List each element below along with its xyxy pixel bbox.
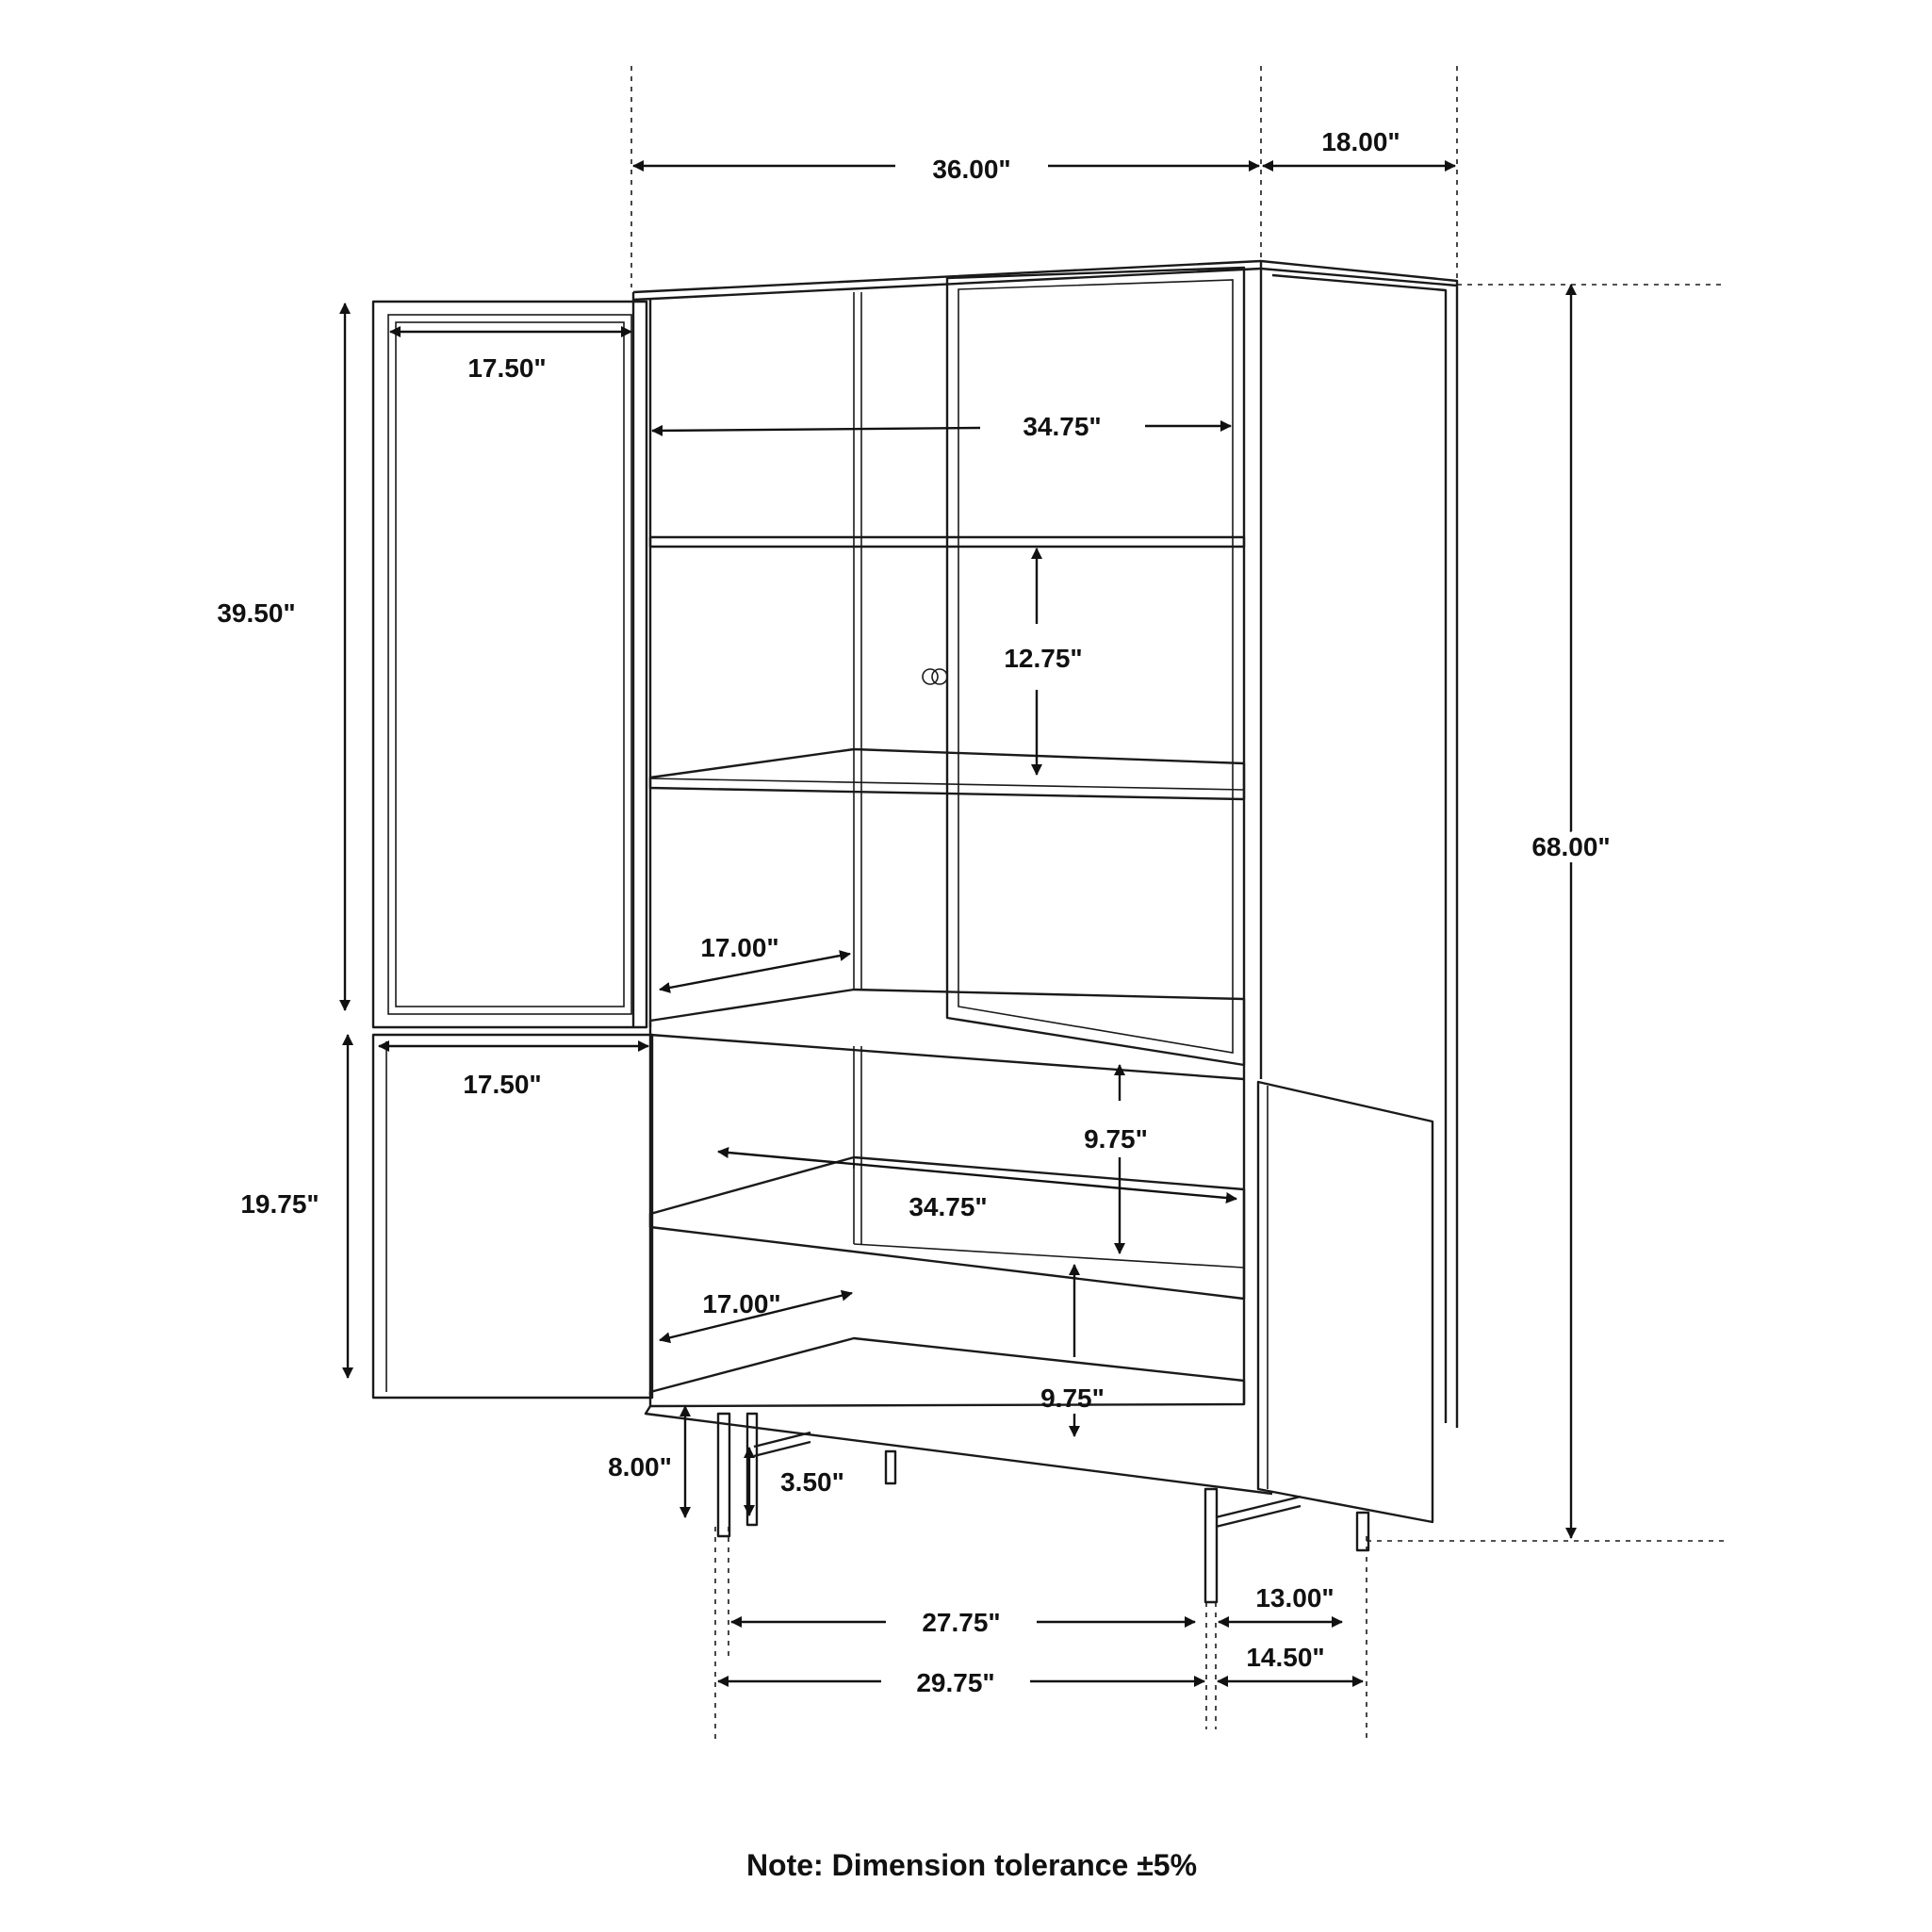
lower-right-door [1256, 1080, 1434, 1524]
dimension-lines [339, 160, 1577, 1687]
leg-span-outer-label: 29.75" [916, 1668, 994, 1697]
dimension-labels: 36.00" 18.00" 68.00" 17.50" 34.75" 39.50… [217, 127, 1616, 1697]
door-knob-icon [922, 668, 939, 685]
upper-shelf-spacing-label: 12.75" [1004, 644, 1082, 673]
upper-right-door [922, 668, 948, 685]
lower-door-height-label: 19.75" [240, 1189, 319, 1219]
cabinet-body [631, 259, 1459, 1496]
lower-interior-width-label: 34.75" [909, 1192, 987, 1221]
overall-height-label: 68.00" [1531, 832, 1610, 861]
upper-left-door [371, 300, 648, 1029]
overall-depth-label: 18.00" [1321, 127, 1400, 156]
lower-shelf-depth-label: 17.00" [702, 1289, 780, 1318]
lower-upper-clearance-label: 9.75" [1084, 1124, 1148, 1154]
leg-height-label: 8.00" [608, 1452, 672, 1482]
upper-interior-width-label: 34.75" [1023, 412, 1101, 441]
stretcher-height-label: 3.50" [780, 1467, 844, 1497]
leg-base [716, 1412, 1370, 1604]
leg-depth-inner-label: 13.00" [1255, 1583, 1334, 1613]
tolerance-note: Note: Dimension tolerance ±5% [746, 1848, 1197, 1882]
extension-lines [630, 66, 1725, 1744]
leg-depth-outer-label: 14.50" [1246, 1643, 1324, 1672]
upper-door-width-label: 17.50" [467, 353, 546, 383]
lower-bottom-clearance-label: 9.75" [1040, 1384, 1105, 1413]
lower-left-door [371, 1033, 654, 1400]
leg-span-inner-label: 27.75" [922, 1608, 1000, 1637]
overall-width-label: 36.00" [932, 155, 1010, 184]
lower-door-width-label: 17.50" [463, 1070, 541, 1099]
upper-shelf-depth-label: 17.00" [700, 933, 778, 962]
upper-door-height-label: 39.50" [217, 598, 295, 628]
